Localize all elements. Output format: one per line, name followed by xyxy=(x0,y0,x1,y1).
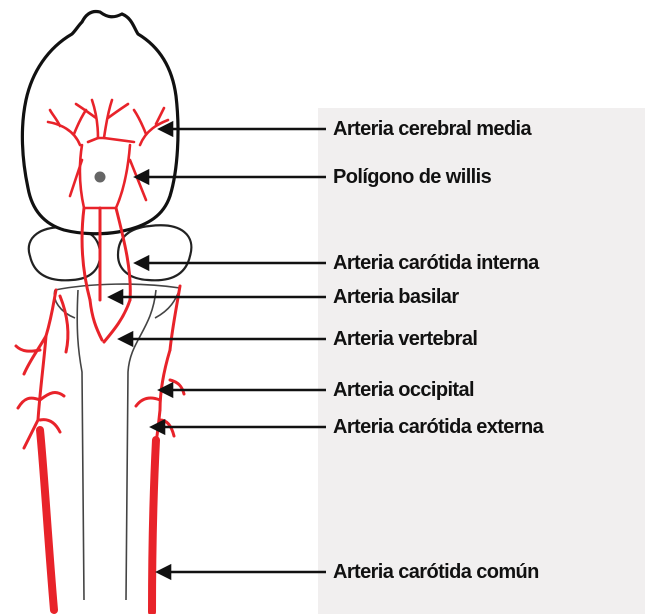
arrow-externa xyxy=(152,421,326,433)
label-arteria-basilar: Arteria basilar xyxy=(333,285,459,309)
label-arteria-carotida-comun: Arteria carótida común xyxy=(333,560,539,584)
spinal-cord-outline xyxy=(54,284,180,600)
hypophysis-dot xyxy=(95,172,106,183)
label-arteria-vertebral: Arteria vertebral xyxy=(333,327,477,351)
label-arteria-occipital: Arteria occipital xyxy=(333,378,474,402)
arrow-comun xyxy=(158,566,326,578)
cerebrum-outline xyxy=(22,11,178,233)
label-arteria-carotida-externa: Arteria carótida externa xyxy=(333,415,543,439)
label-poligono-de-willis: Polígono de willis xyxy=(333,165,491,189)
label-arteria-cerebral-media: Arteria cerebral media xyxy=(333,117,531,141)
arrow-basilar xyxy=(110,291,326,303)
label-arteria-carotida-interna: Arteria carótida interna xyxy=(333,251,539,275)
arrow-vertebral xyxy=(120,333,326,345)
arrow-media xyxy=(160,123,326,135)
